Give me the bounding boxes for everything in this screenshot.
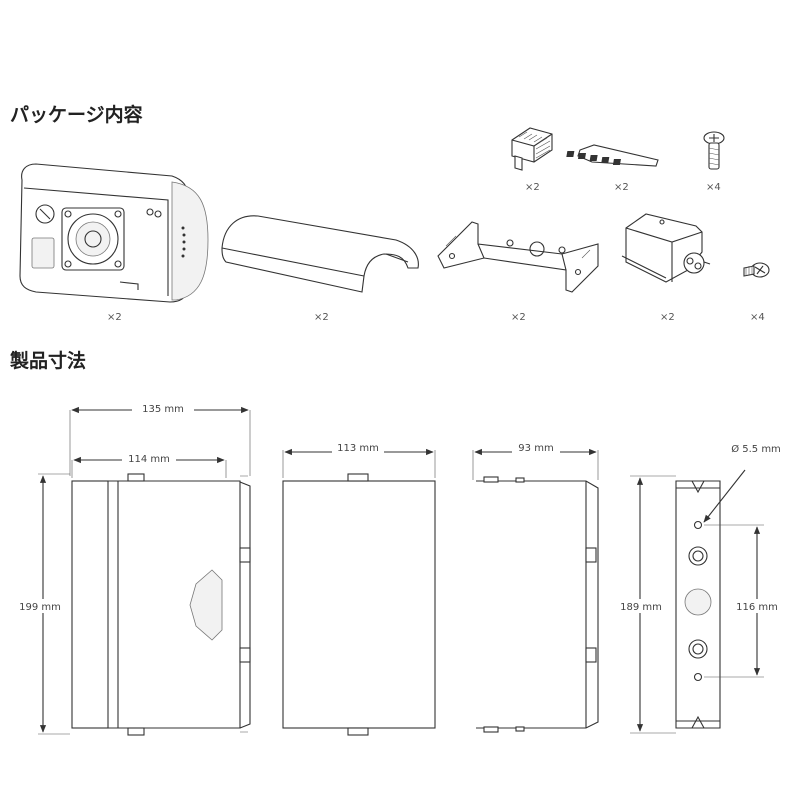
junction-box-qty: ×2 (660, 312, 675, 323)
bracket-front-view-drawing (630, 469, 764, 734)
grille-cover-illustration (221, 215, 419, 293)
front-view-drawing (282, 448, 436, 736)
contents-title: パッケージ内容 (10, 104, 143, 126)
screw-long-qty: ×4 (706, 182, 721, 193)
terminal-block-qty: ×2 (525, 182, 540, 193)
grille-cover-qty: ×2 (314, 312, 329, 323)
front-width-label: 113 mm (337, 443, 379, 454)
bracket-qty: ×2 (511, 312, 526, 323)
bracket-height-label: 189 mm (620, 602, 662, 613)
terminal-strip-qty: ×2 (614, 182, 629, 193)
screw-short-qty: ×4 (750, 312, 765, 323)
junction-box-illustration (621, 213, 711, 283)
side-view-drawing (38, 406, 251, 736)
screw-long-illustration (703, 131, 725, 170)
hole-diameter-label: Ø 5.5 mm (731, 443, 781, 455)
bracket-illustration (437, 221, 599, 293)
terminal-block-illustration (511, 127, 553, 171)
terminal-strip-illustration (566, 144, 659, 167)
speaker-illustration (19, 163, 209, 303)
hole-spacing-label: 116 mm (736, 602, 778, 613)
side-body-width-label: 114 mm (128, 454, 170, 465)
bracket-width-label: 93 mm (518, 443, 553, 454)
side-overall-width-label: 135 mm (142, 404, 184, 415)
side-height-label: 199 mm (19, 602, 61, 613)
bracket-top-view-drawing (472, 448, 599, 733)
screw-short-illustration (743, 262, 770, 278)
dimensions-title: 製品寸法 (10, 350, 87, 372)
speaker-qty: ×2 (107, 312, 122, 323)
